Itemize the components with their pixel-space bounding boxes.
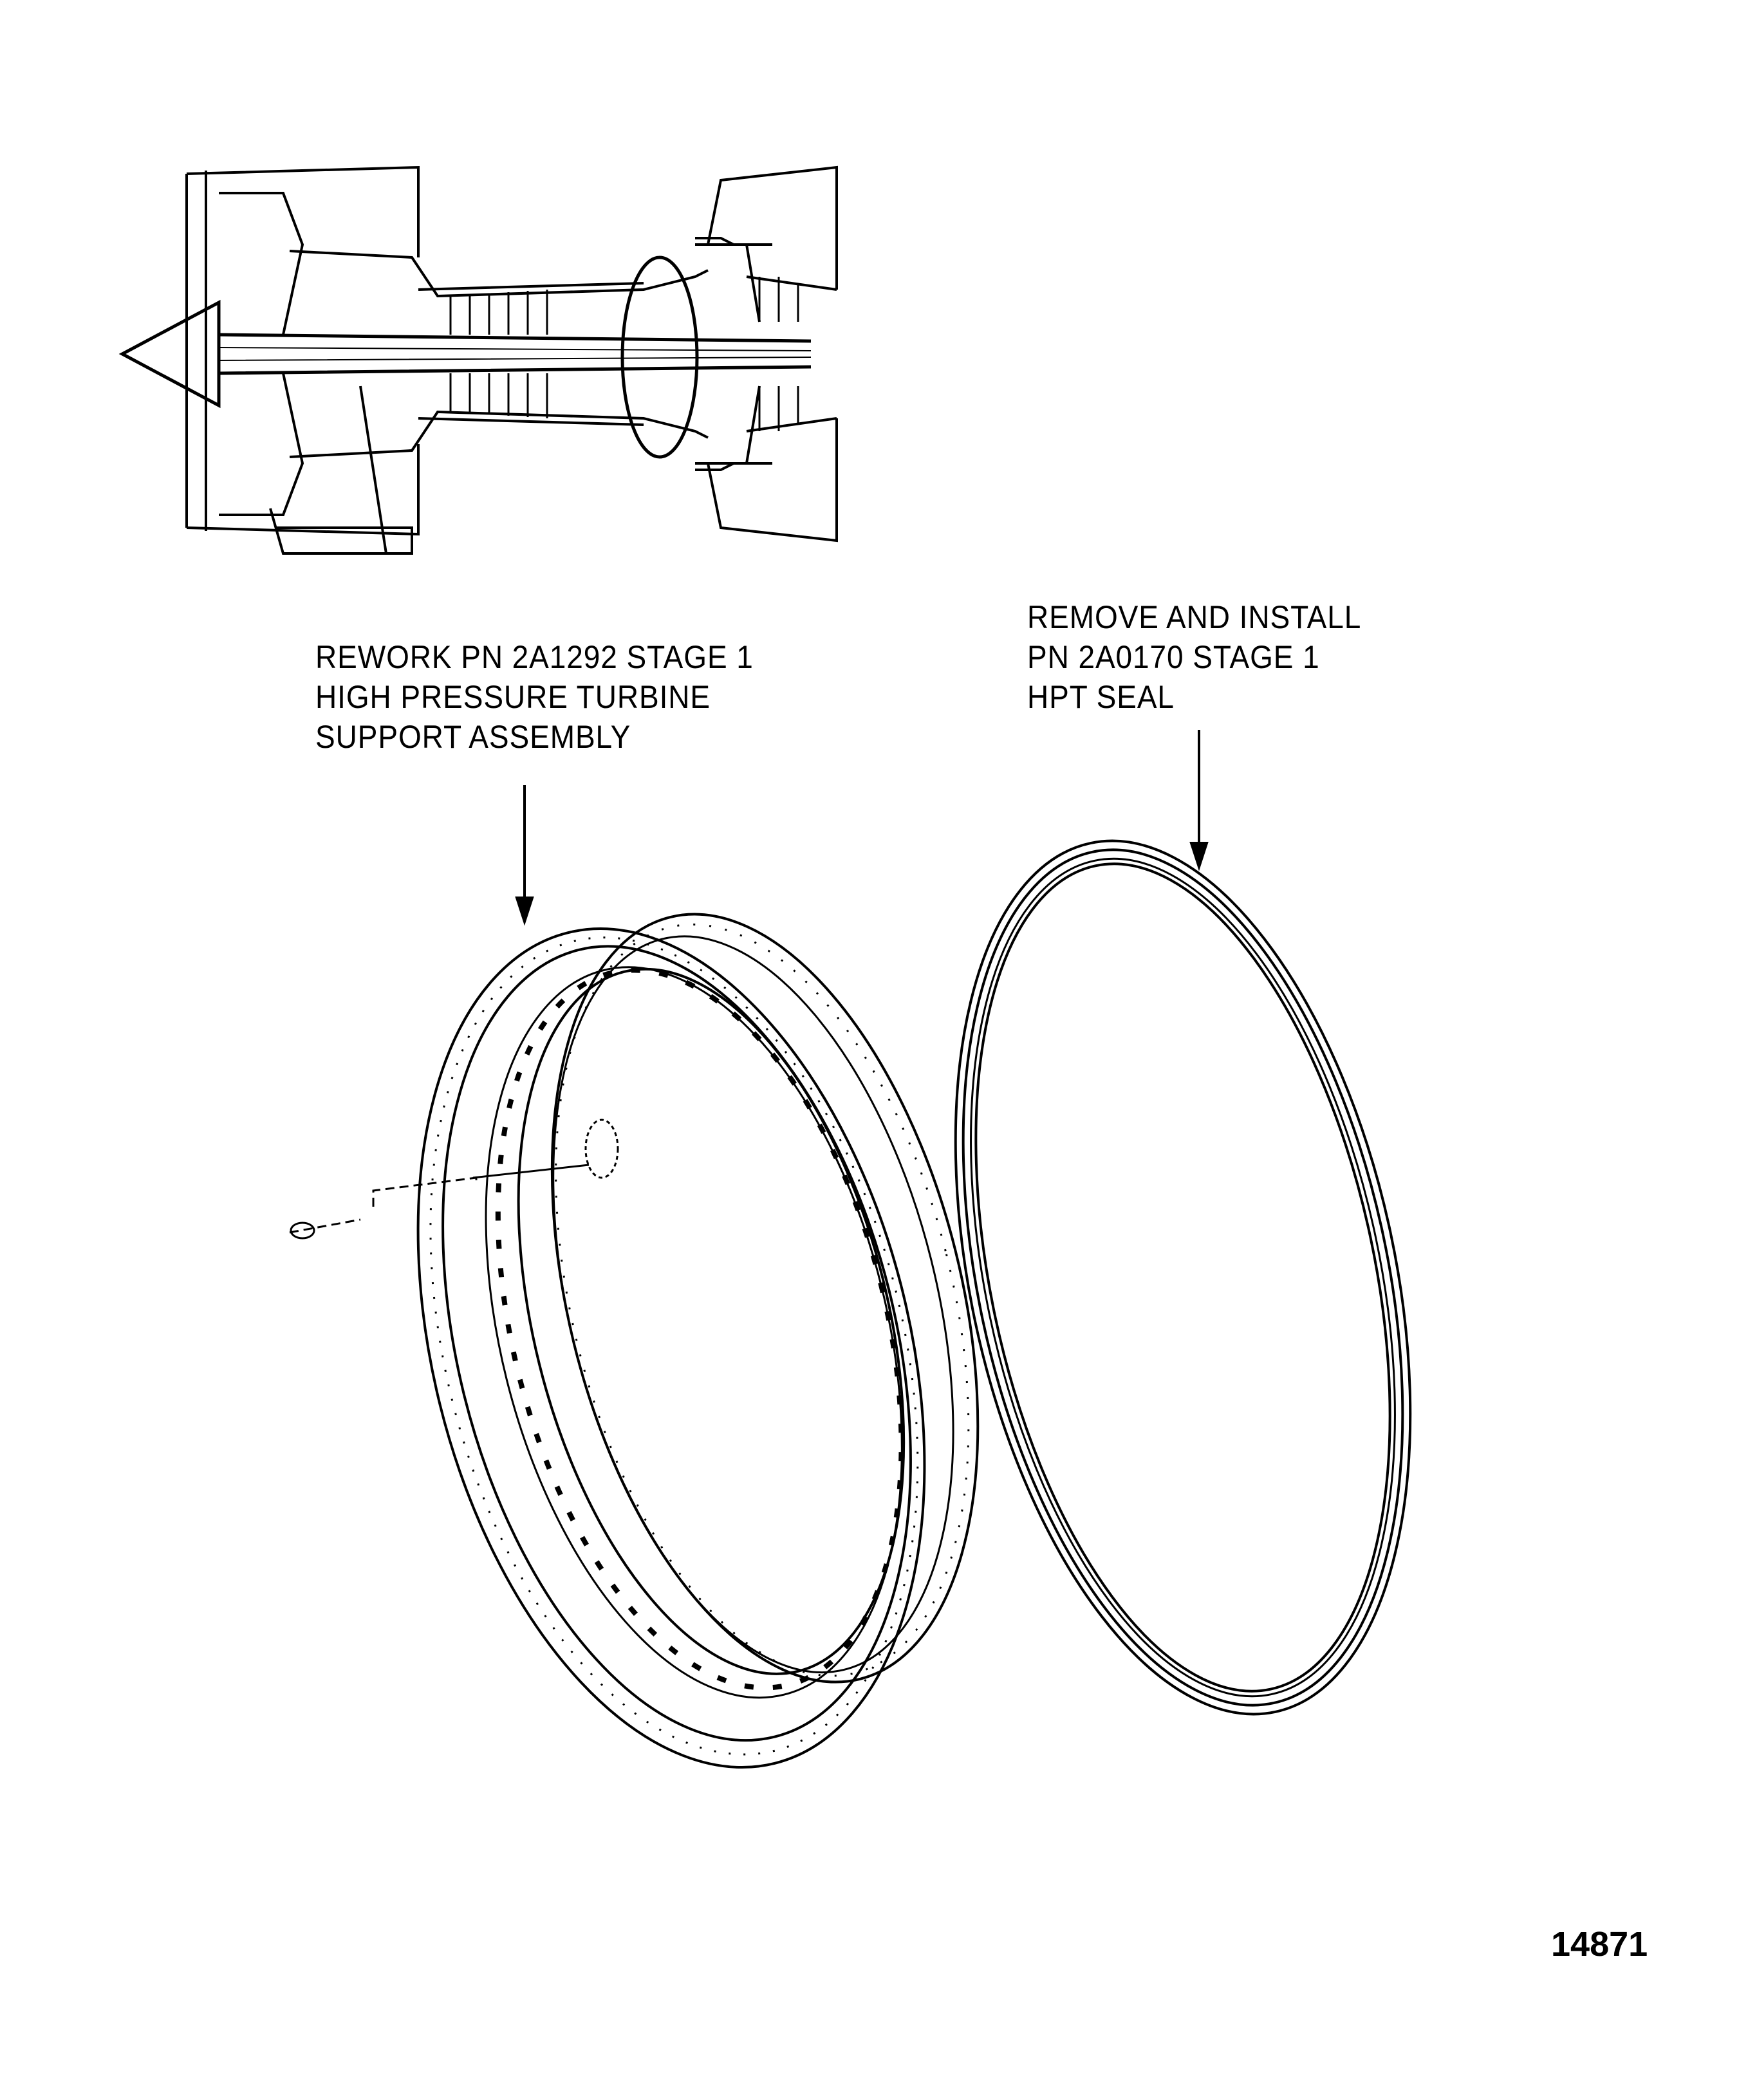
figure-number: 14871 <box>1551 1925 1648 1964</box>
callout-line: REMOVE AND INSTALL <box>1027 599 1362 635</box>
turbine-support-assembly <box>416 913 980 1769</box>
callout-line: REWORK PN 2A1292 STAGE 1 <box>315 639 754 675</box>
hpt-location-highlight <box>620 256 699 459</box>
engine-cross-section <box>118 165 838 555</box>
bolt-detail <box>289 1119 619 1240</box>
callout-line: SUPPORT ASSEMBLY <box>315 719 631 755</box>
leader-arrow-seal <box>1189 730 1209 871</box>
leader-arrow-support <box>515 785 534 926</box>
hpt-seal-callout: REMOVE AND INSTALL PN 2A0170 STAGE 1 HPT… <box>1027 597 1361 717</box>
callout-line: HIGH PRESSURE TURBINE <box>315 679 711 715</box>
hpt-seal <box>954 839 1412 1716</box>
support-assembly-callout: REWORK PN 2A1292 STAGE 1 HIGH PRESSURE T… <box>315 637 754 757</box>
callout-line: HPT SEAL <box>1027 679 1175 715</box>
callout-line: PN 2A0170 STAGE 1 <box>1027 639 1320 675</box>
